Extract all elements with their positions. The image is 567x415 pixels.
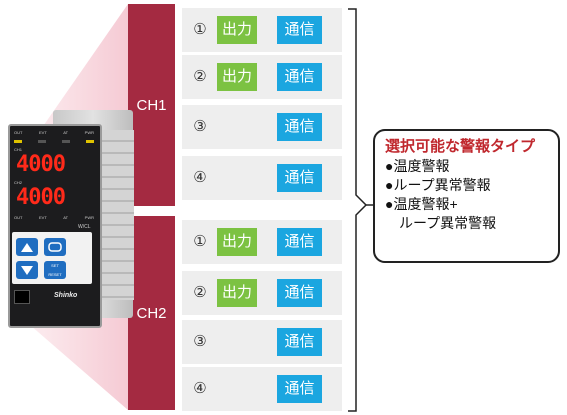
indicator-label: OUT [14,215,23,220]
output-tag: 出力 [217,279,257,307]
triangle-down-icon [21,265,33,275]
alarm-number: ① [193,233,207,250]
led-icon [86,140,94,143]
output-tag: 出力 [217,63,257,91]
indicator-label: AT [63,215,69,220]
alarm-number: ④ [193,380,207,397]
controller-device: OUT EVT AT PWR CH1 4000 CH2 4000 OUT EVT… [8,110,158,328]
led-icon [38,140,46,143]
alarm-row: ② 出力 通信 [182,271,342,315]
indicator-label: OUT [14,130,23,135]
comm-tag: 通信 [277,113,322,141]
up-button[interactable] [16,238,38,256]
alarm-row: ② 出力 通信 [182,55,342,99]
indicator-label: AT [63,130,69,135]
alarm-row: ③ 通信 [182,105,342,149]
mode-button[interactable] [44,238,66,256]
alarm-number: ② [193,284,207,301]
comm-tag: 通信 [277,375,322,403]
indicator-label: EVT [38,215,47,220]
channel-bar-ch1: CH1 [128,4,175,206]
led-icon [62,140,70,143]
ch1-small-label: CH1 [14,147,23,152]
alarm-row: ④ 通信 [182,367,342,411]
wcl-label: W/CL [78,224,91,230]
alarm-row: ① 出力 通信 [182,8,342,52]
brand-logo: Shinko [54,292,78,299]
comm-tag: 通信 [277,16,322,44]
callout-item: ループ異常警報 [399,215,497,231]
indicator-label: PWR [84,215,94,220]
alarm-number: ④ [193,169,207,186]
display-ch2: 4000 [16,185,66,210]
bracket [348,8,368,412]
indicator-label: EVT [38,130,47,135]
alarm-row: ③ 通信 [182,320,342,364]
callout-item: ●ループ異常警報 [385,177,491,193]
comm-tag: 通信 [277,228,322,256]
triangle-up-icon [21,242,33,252]
comm-tag: 通信 [277,63,322,91]
indicator-leds [14,140,94,143]
alarm-row: ① 出力 通信 [182,220,342,264]
comm-tag: 通信 [277,279,322,307]
alarm-number: ① [193,21,207,38]
ch2-small-label: CH2 [14,180,23,185]
alarm-number: ③ [193,118,207,135]
channel-bar-ch2: CH2 [128,216,175,410]
output-tag: 出力 [217,16,257,44]
led-icon [14,140,22,143]
alarm-row: ④ 通信 [182,156,342,200]
callout-item: ●温度警報+ [385,196,458,212]
alarm-number: ② [193,68,207,85]
set-reset-button[interactable]: SET RESET [44,261,66,279]
comm-tag: 通信 [277,164,322,192]
reset-label: RESET [48,272,62,277]
down-button[interactable] [16,261,38,279]
connector-port [14,290,30,304]
output-tag: 出力 [217,228,257,256]
comm-tag: 通信 [277,328,322,356]
channel-label: CH2 [136,304,167,322]
channel-label: CH1 [136,96,167,114]
indicator-row: OUT EVT AT PWR [14,130,94,140]
callout-title: 選択可能な警報タイプ [385,138,536,155]
alarm-number: ③ [193,333,207,350]
callout-item: ●温度警報 [385,158,450,174]
set-label: SET [51,263,59,268]
display-ch1: 4000 [16,152,66,177]
indicator-row: OUT EVT AT PWR [14,215,94,223]
rounded-rect-icon [48,242,62,252]
alarm-type-callout: 選択可能な警報タイプ ●温度警報 ●ループ異常警報 ●温度警報+ ループ異常警報 [373,129,560,263]
indicator-label: PWR [84,130,94,135]
